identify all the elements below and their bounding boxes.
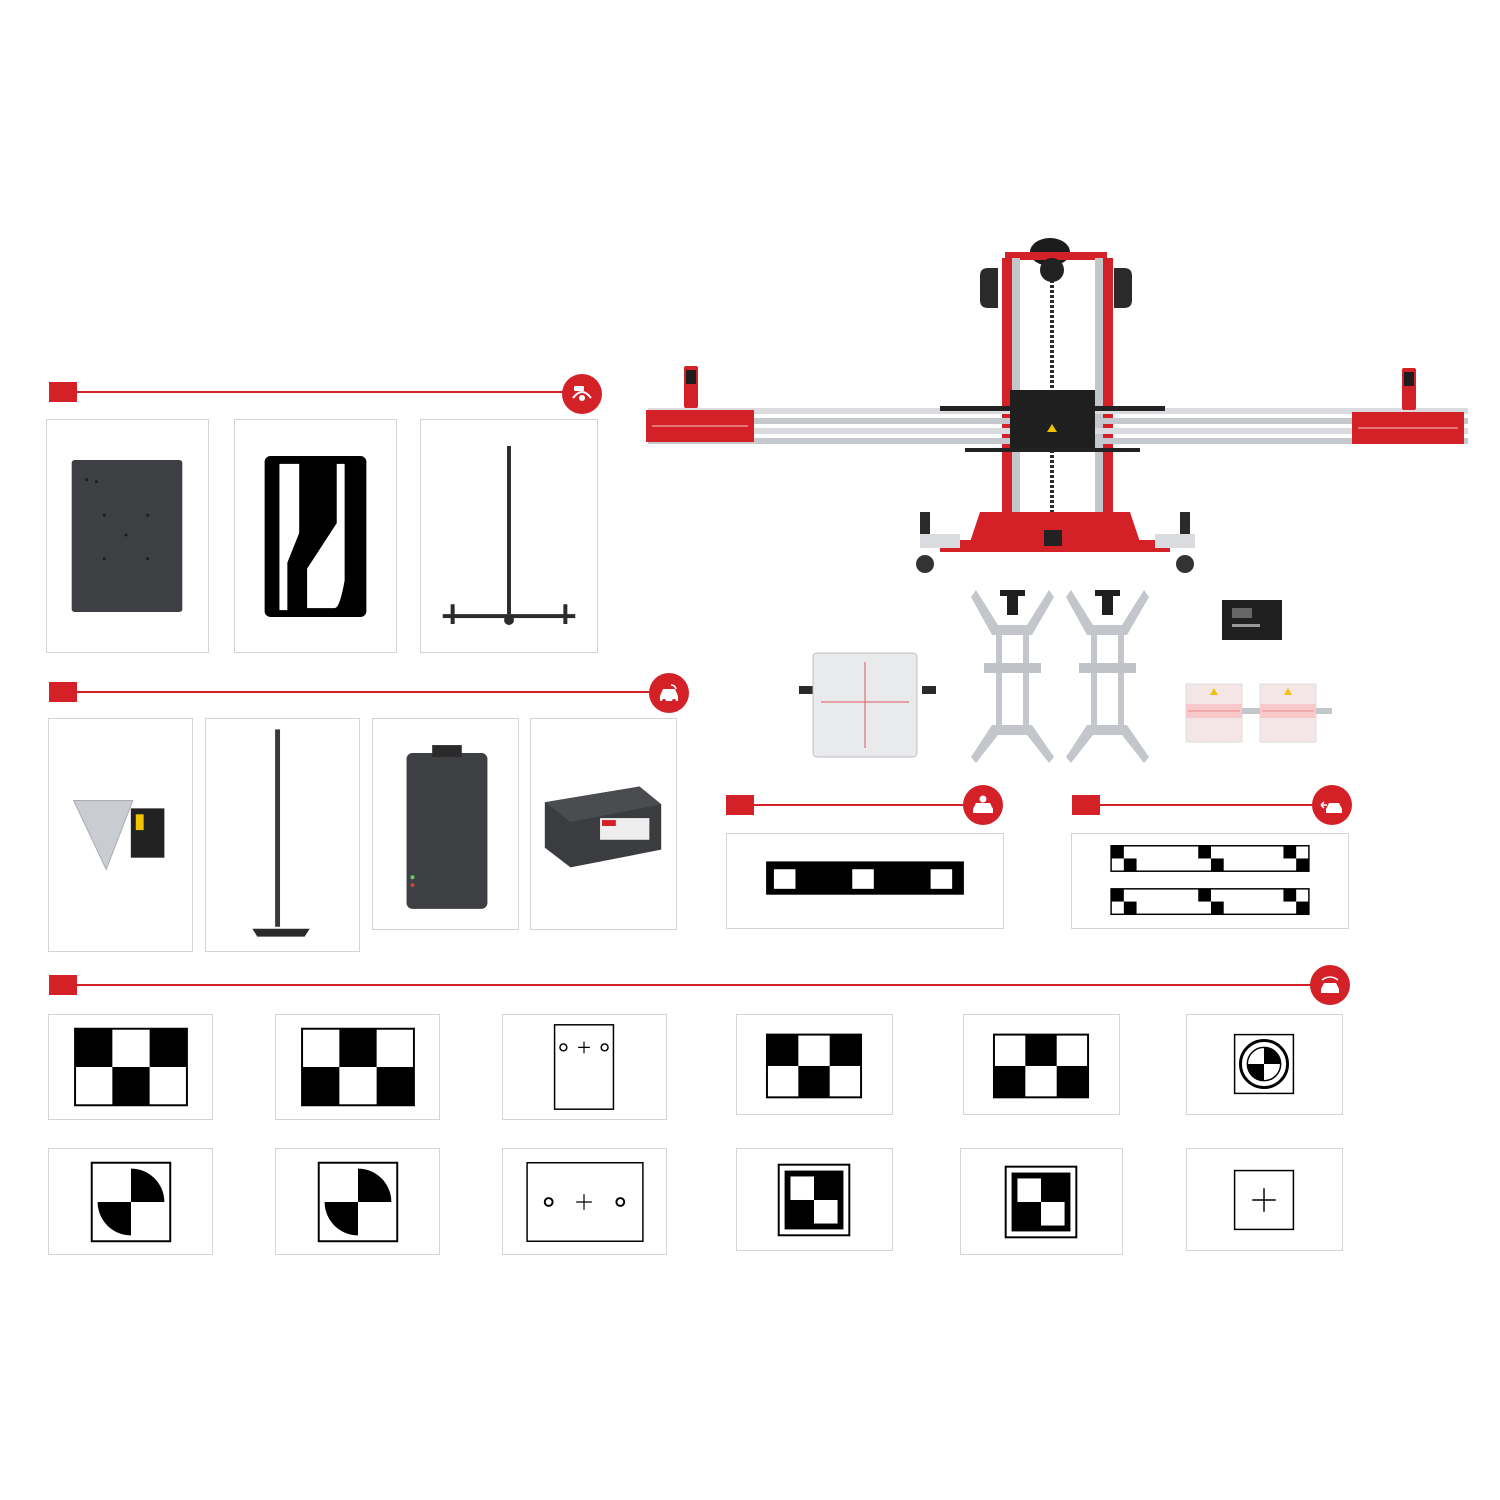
- card-square-checker-a: [736, 1148, 893, 1251]
- section-2-line: [77, 691, 652, 693]
- wheel-clamp-right: [1066, 590, 1149, 763]
- card-checker-small-b: [963, 1014, 1120, 1115]
- section-5-line: [77, 984, 1313, 986]
- car-steering-gauge-icon: [562, 374, 602, 414]
- car-location-icon: [963, 785, 1003, 825]
- section-1-line: [77, 391, 565, 393]
- card-plus-target: [1186, 1148, 1343, 1251]
- calibration-frame-illustration: [646, 238, 1468, 573]
- ruler-plates: [1185, 683, 1332, 743]
- card-quarter-circle-a: [48, 1148, 213, 1255]
- section-4-marker: [1072, 795, 1100, 815]
- card-black-case: [372, 718, 519, 930]
- card-bar-target: [726, 833, 1004, 929]
- card-cross-dots-portrait: [502, 1014, 667, 1120]
- section-2-marker: [49, 682, 77, 702]
- section-3-marker: [726, 795, 754, 815]
- card-checker-strips: [1071, 833, 1349, 929]
- card-device: [1222, 600, 1282, 640]
- section-1-marker: [49, 382, 77, 402]
- card-tall-pole: [205, 718, 360, 952]
- car-radar-icon: [649, 673, 689, 713]
- wheel-clamp-left: [971, 590, 1054, 763]
- card-target-board: [46, 419, 209, 653]
- card-checker-2x3-b: [275, 1014, 440, 1120]
- card-checker-2x3-a: [48, 1014, 213, 1120]
- section-3-line: [754, 804, 966, 806]
- card-square-checker-b: [960, 1148, 1123, 1255]
- section-4-line: [1100, 804, 1315, 806]
- card-circle-target: [1186, 1014, 1343, 1115]
- laser-target-plate: [799, 652, 936, 758]
- card-cross-dots-landscape: [502, 1148, 667, 1255]
- card-checker-small-a: [736, 1014, 893, 1115]
- card-stand: [420, 419, 598, 653]
- card-laser-box: [530, 718, 677, 930]
- card-lane-pattern: [234, 419, 397, 653]
- card-quarter-circle-b: [275, 1148, 440, 1255]
- car-reverse-icon: [1312, 785, 1352, 825]
- car-camera-icon: [1310, 965, 1350, 1005]
- section-5-marker: [49, 975, 77, 995]
- card-radar-reflector: [48, 718, 193, 952]
